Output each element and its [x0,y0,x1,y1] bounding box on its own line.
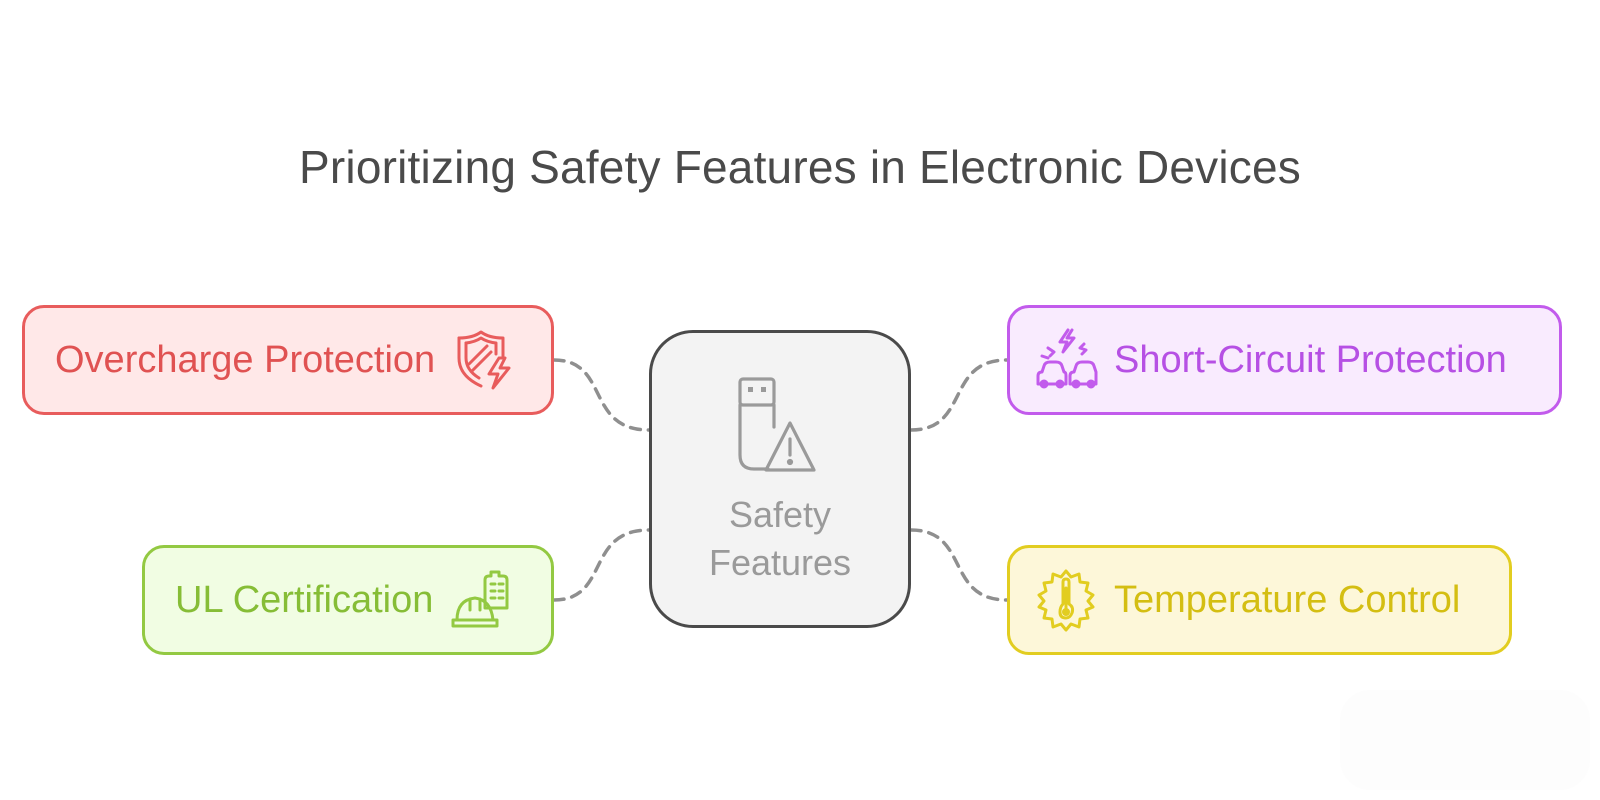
feature-overcharge-protection: Overcharge Protection [22,305,554,415]
feature-ul-label: UL Certification [175,578,434,621]
diagram-title: Prioritizing Safety Features in Electron… [299,141,1301,193]
feature-ul-certification: UL Certification [142,545,554,655]
feature-temperature-control: Temperature Control [1007,545,1512,655]
usb-warning-icon [738,377,816,472]
connector-short [909,358,1009,432]
feature-short-circuit-protection: Short-Circuit Protection [1007,305,1562,415]
center-node: Safety Features [649,330,911,628]
feature-short-label: Short-Circuit Protection [1114,338,1507,381]
hardhat-building-icon [451,570,509,628]
watermark-area [1340,690,1590,790]
center-label-line1: Safety [728,494,832,535]
feature-overcharge-label: Overcharge Protection [55,338,436,381]
center-label: Safety Features [652,491,908,587]
connector-ul [552,528,651,602]
shield-bolt-icon [457,330,511,390]
feature-temp-label: Temperature Control [1114,578,1461,621]
cars-lightning-icon [1036,328,1098,389]
gear-thermometer-icon [1037,569,1095,632]
connector-temp [909,528,1009,602]
connector-overcharge [552,358,651,432]
center-label-line2: Features [708,542,852,583]
